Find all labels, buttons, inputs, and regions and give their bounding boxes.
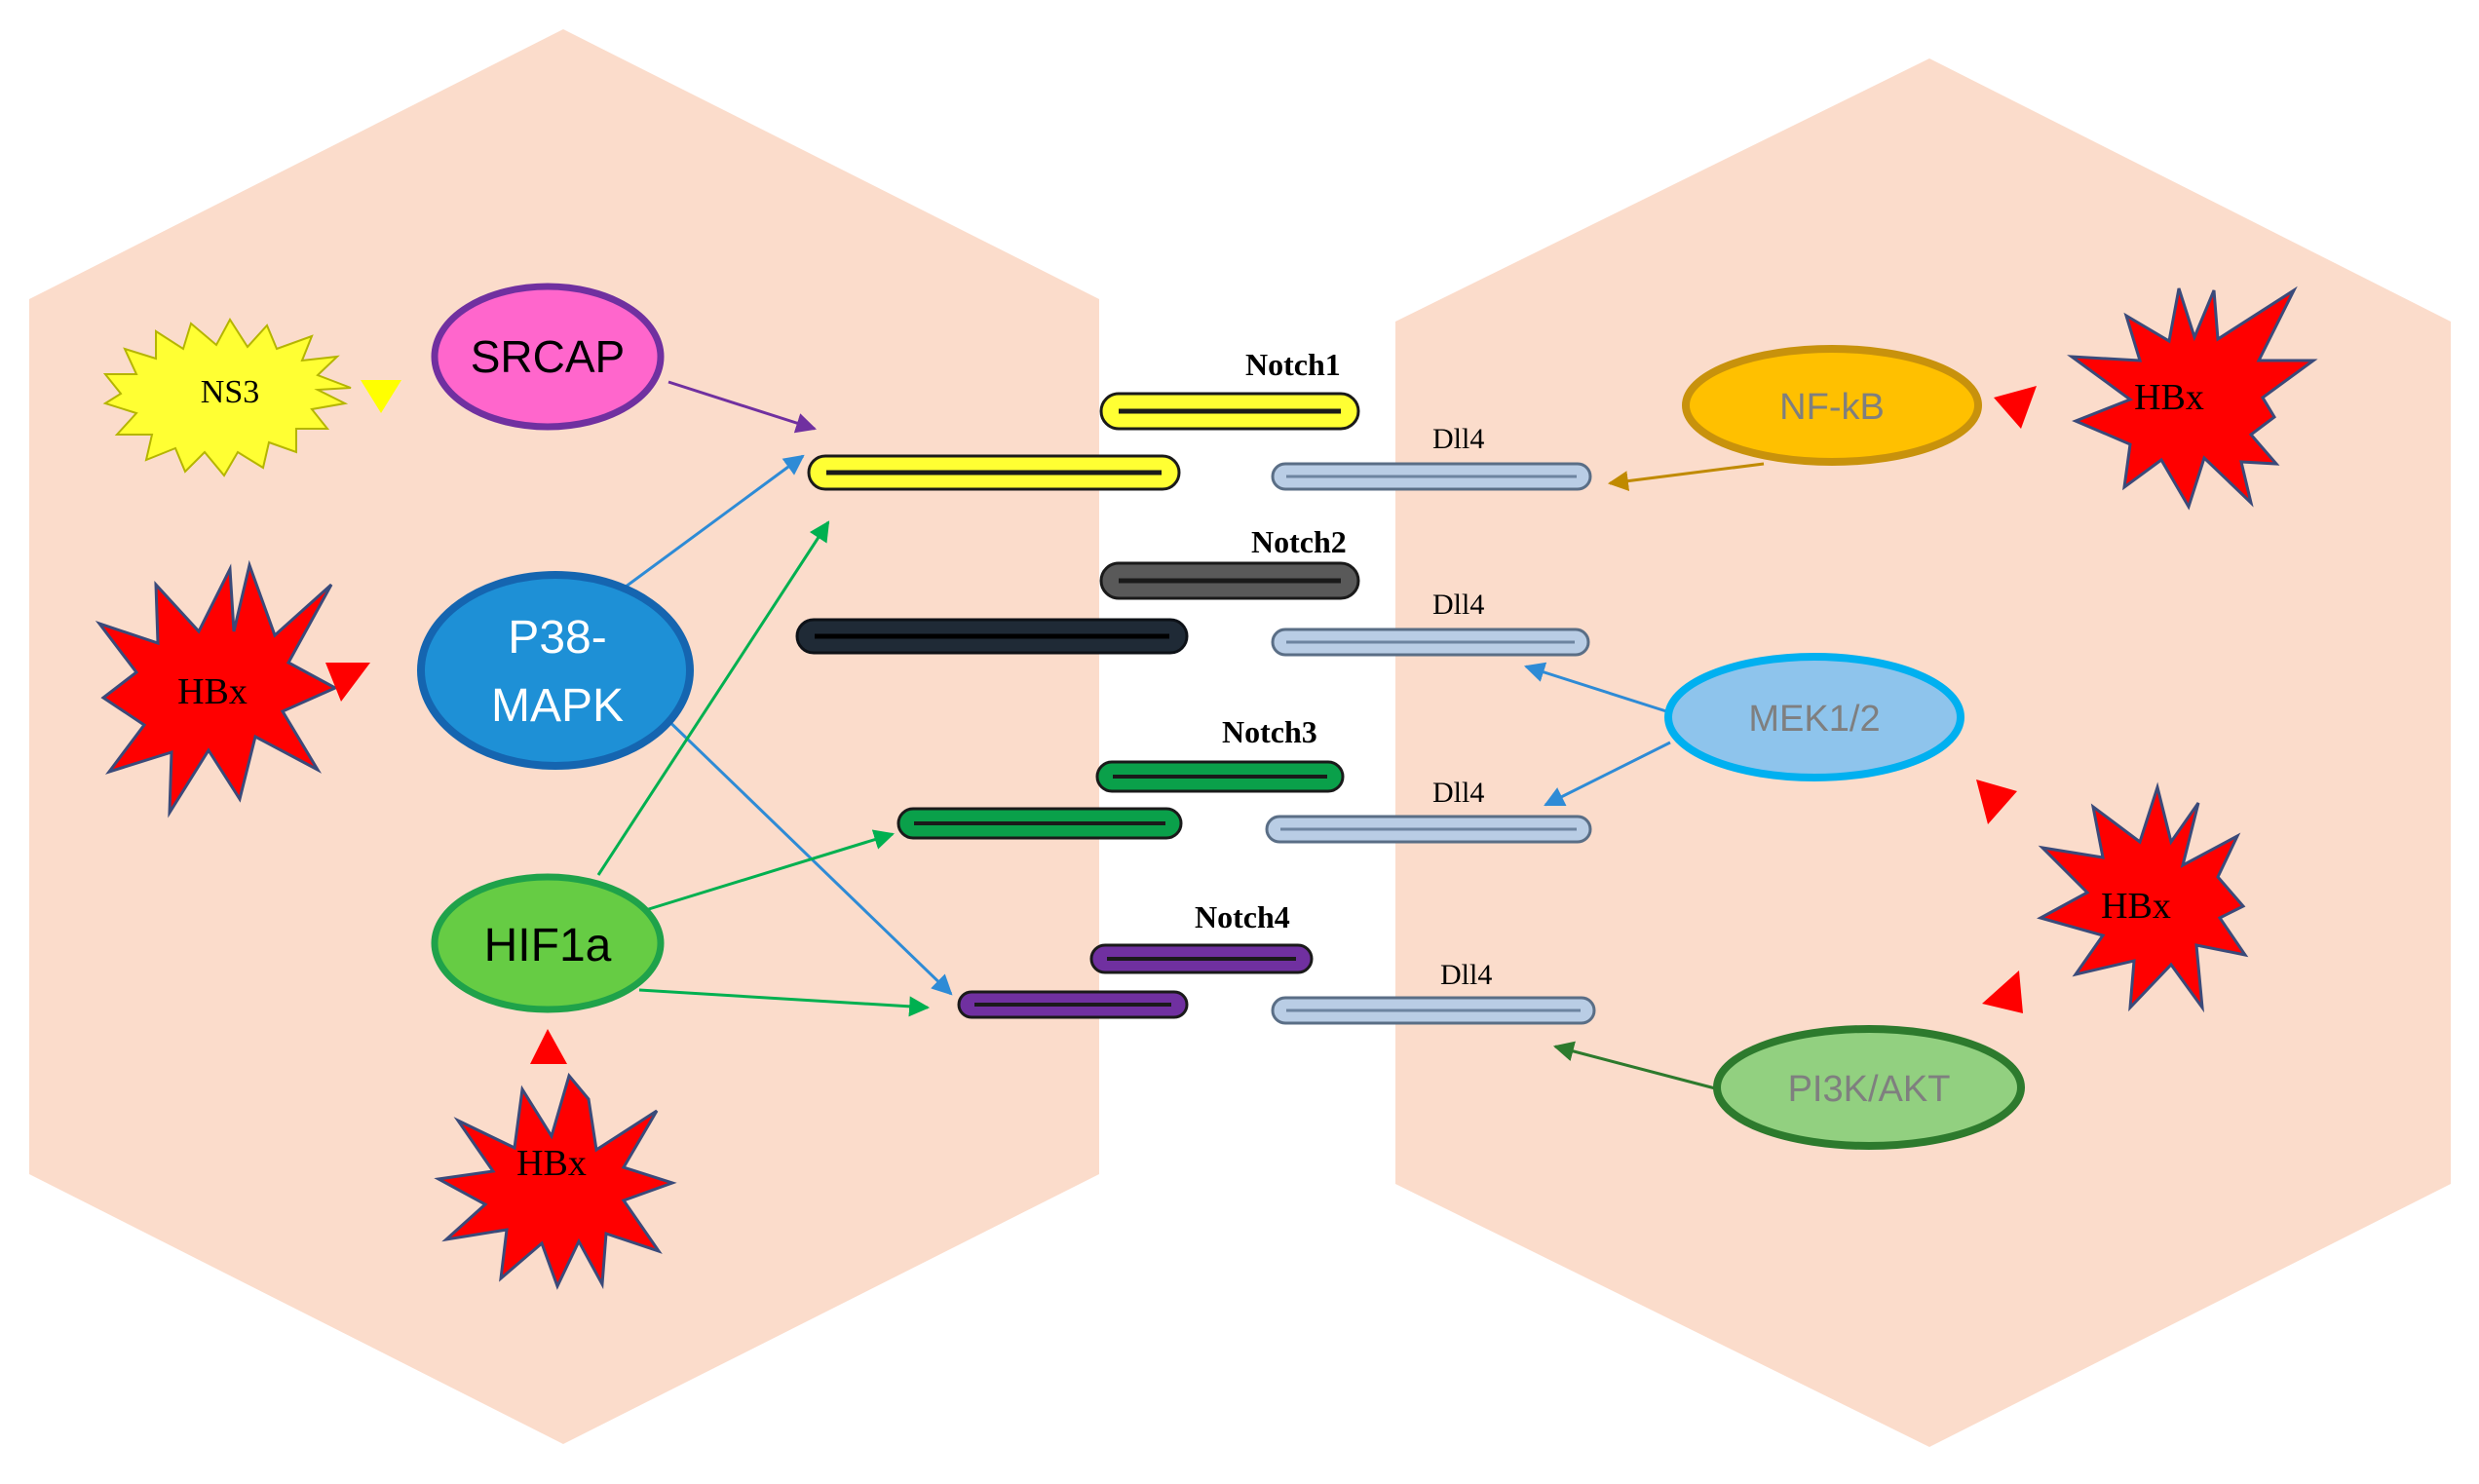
- notch1-receptor-lower: [807, 454, 1181, 491]
- notch3-label: Notch3: [1222, 714, 1317, 749]
- hbx-inhibit-triangle-icon-left-1: [325, 663, 370, 702]
- dll4-ligand-4: [1271, 996, 1596, 1025]
- arrow-hif1a-notch4: [638, 988, 931, 1017]
- mek12-label: MEK1/2: [1748, 699, 1880, 740]
- ns3-star-icon: NS3: [102, 318, 352, 477]
- notch1-receptor-upper: [1099, 392, 1360, 431]
- ns3-inhibit-triangle-icon: [361, 380, 401, 413]
- hbx-label-right-1: HBx: [2134, 377, 2204, 418]
- p38-mapk-node: P38- MAPK: [417, 571, 694, 770]
- hbx-inhibit-triangle-icon-right-2b: [1982, 970, 2023, 1013]
- notch2-receptor-upper: [1099, 561, 1360, 600]
- notch4-receptor-upper: [1089, 943, 1314, 974]
- dll4-ligand-1: [1271, 462, 1592, 491]
- hbx-star-icon-right-2: HBx: [2037, 781, 2249, 1013]
- notch3-receptor-lower: [896, 807, 1183, 840]
- arrow-mek-dll4-3: [1544, 741, 1671, 807]
- nfkb-label: NF-kB: [1779, 387, 1885, 428]
- srcap-node: SRCAP: [431, 283, 665, 431]
- arrow-p38-notch4: [657, 709, 953, 996]
- notch1-label: Notch1: [1245, 347, 1341, 382]
- hbx-star-icon-left-2: HBx: [434, 1072, 677, 1290]
- mek12-node: MEK1/2: [1664, 653, 1964, 781]
- p38-mapk-label-line1: P38-: [508, 612, 606, 664]
- notch2-receptor-lower: [795, 618, 1189, 655]
- hif1a-label: HIF1a: [484, 920, 612, 971]
- hbx-label-right-2: HBx: [2101, 886, 2171, 927]
- nfkb-node: NF-kB: [1682, 345, 1982, 466]
- arrow-mek-dll4-2: [1523, 662, 1667, 713]
- pi3k-akt-label: PI3K/AKT: [1788, 1069, 1951, 1110]
- srcap-label: SRCAP: [471, 331, 625, 382]
- notch4-label: Notch4: [1195, 899, 1290, 934]
- notch2-label: Notch2: [1251, 524, 1347, 559]
- dll4-label-3: Dll4: [1432, 777, 1484, 809]
- hbx-star-icon-left-1: HBx: [95, 559, 339, 818]
- arrow-p38-notch1: [617, 454, 805, 594]
- dll4-label-1: Dll4: [1432, 423, 1484, 455]
- hbx-activate-triangle-icon-left-2: [530, 1029, 567, 1064]
- dll4-ligand-3: [1265, 815, 1592, 844]
- notch4-receptor-lower: [957, 990, 1189, 1019]
- arrow-srcap-notch1: [667, 380, 818, 434]
- dll4-ligand-2: [1271, 628, 1590, 657]
- p38-mapk-label-line2: MAPK: [491, 680, 624, 732]
- hif1a-node: HIF1a: [431, 873, 665, 1013]
- dll4-label-4: Dll4: [1440, 959, 1492, 991]
- notch3-receptor-upper: [1095, 760, 1345, 793]
- arrow-nfkb-dll4: [1607, 462, 1765, 492]
- hbx-inhibit-triangle-icon-right-2a: [1976, 780, 2017, 824]
- arrow-pi3k-dll4: [1552, 1041, 1720, 1091]
- hbx-label-left-2: HBx: [516, 1143, 587, 1184]
- dll4-label-2: Dll4: [1432, 589, 1484, 621]
- arrow-hif1a-notch3: [638, 829, 896, 914]
- arrow-hif1a-notch1: [596, 520, 830, 876]
- ns3-label: NS3: [201, 374, 259, 410]
- hbx-inhibit-triangle-icon-right-1: [1994, 386, 2037, 429]
- hbx-star-icon-right-1: HBx: [2067, 285, 2318, 511]
- hbx-label-left-1: HBx: [177, 671, 248, 712]
- pi3k-akt-node: PI3K/AKT: [1713, 1025, 2025, 1150]
